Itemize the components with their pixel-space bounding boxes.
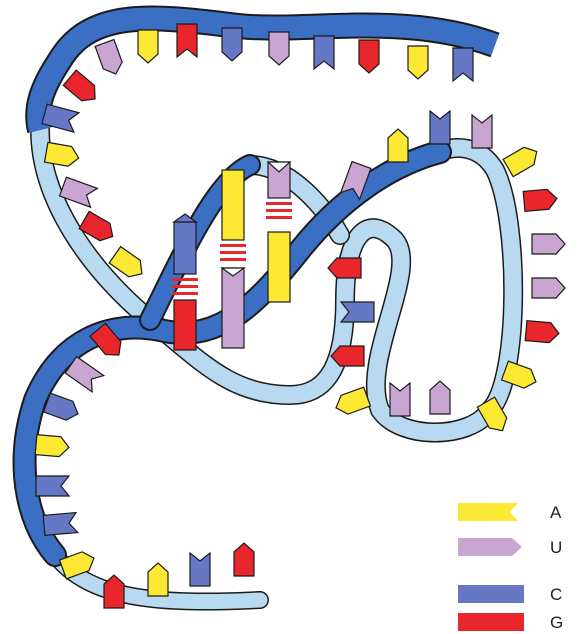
flag-notched-icon [458,503,518,521]
legend-item-g: G [458,613,563,632]
legend-label-u: U [550,538,562,557]
legend: A U C G [458,503,563,632]
legend-label-a: A [550,503,562,522]
legend-item-c: C [458,585,562,604]
legend-label-g: G [550,613,563,632]
legend-item-a: A [458,503,562,522]
bar-icon [458,585,524,603]
legend-label-c: C [550,585,562,604]
bar-icon [458,613,524,631]
backbone-light-strand [40,130,513,602]
paired-stem [174,162,290,350]
legend-item-u: U [458,538,562,557]
arrow-right-icon [458,538,522,556]
